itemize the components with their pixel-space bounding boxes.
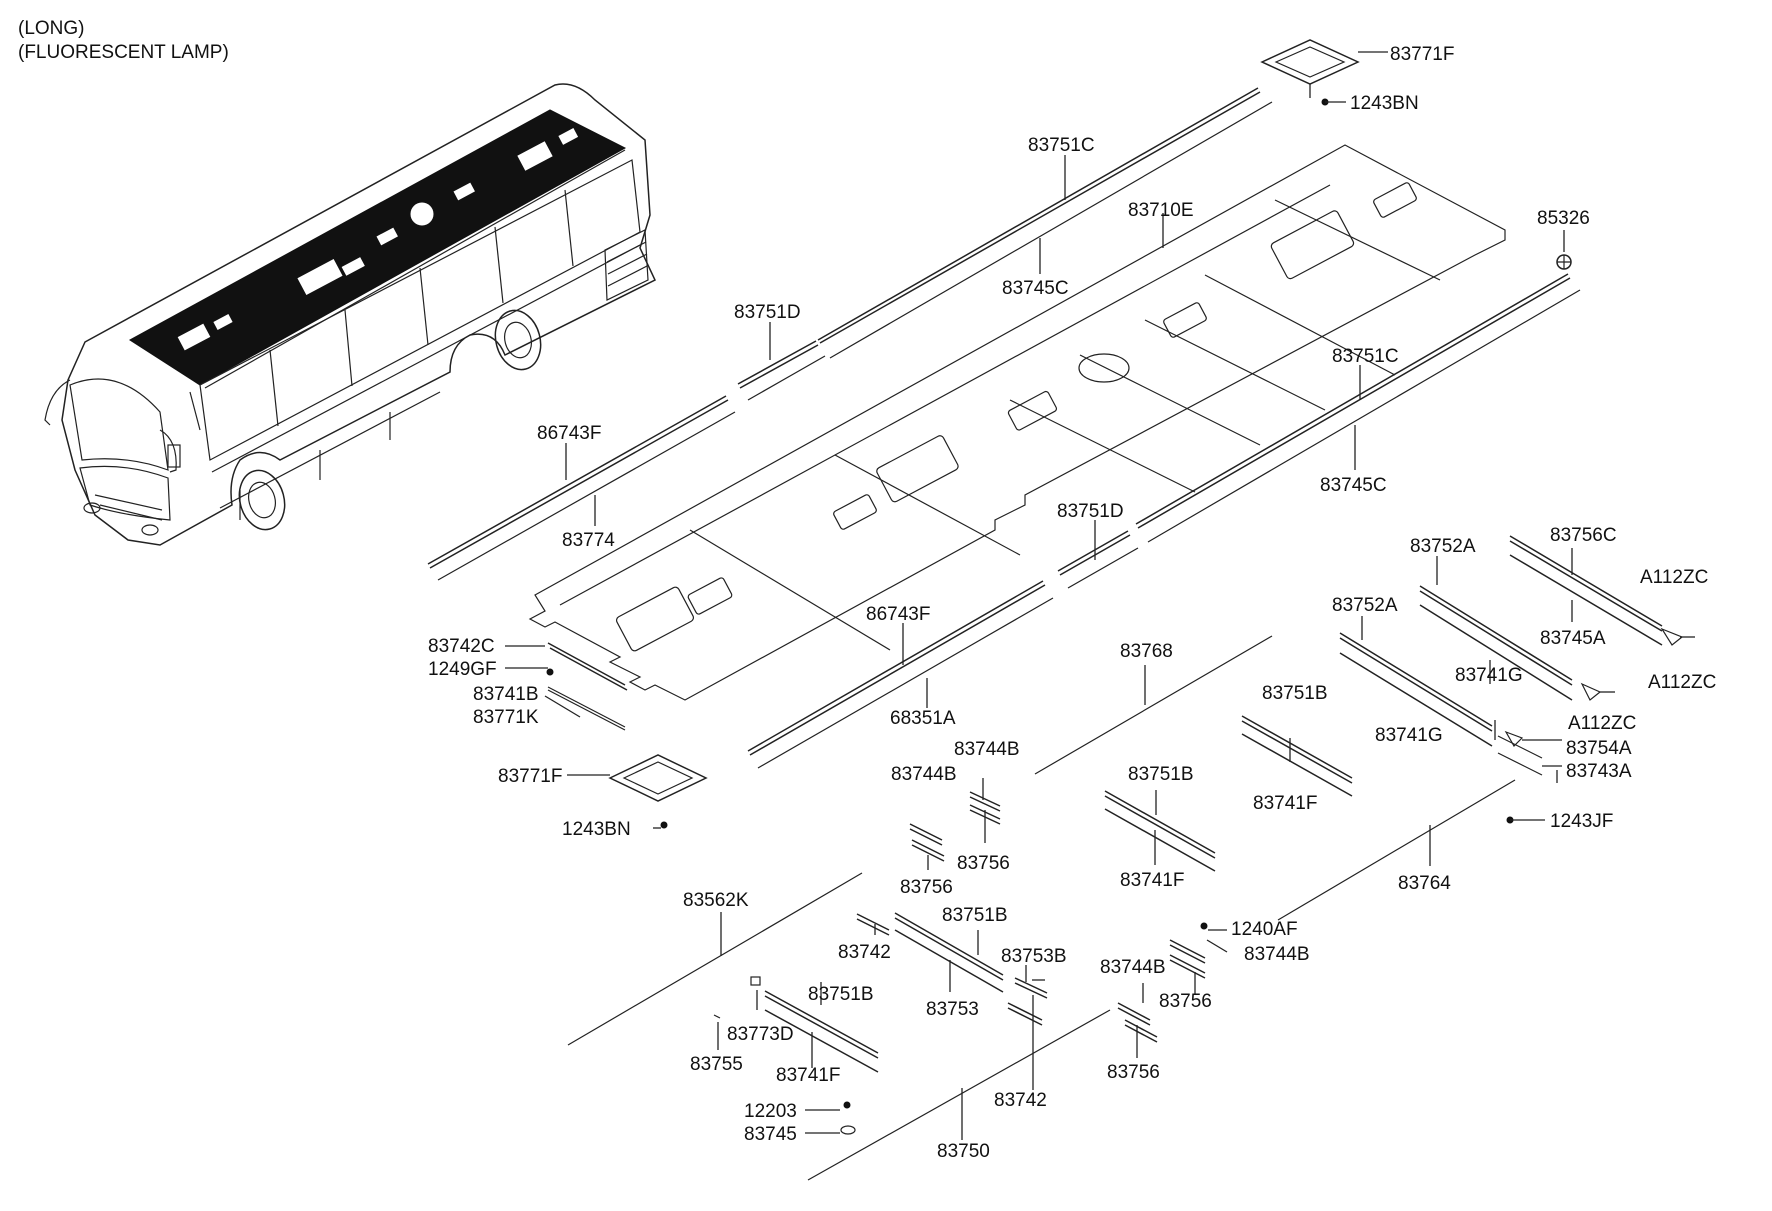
label-1243BN-top: 1243BN	[1350, 93, 1419, 114]
label-83750: 83750	[937, 1141, 990, 1162]
label-83745A: 83745A	[1540, 628, 1606, 649]
label-83764: 83764	[1398, 873, 1451, 894]
label-83755: 83755	[690, 1054, 743, 1075]
label-83744B-3: 83744B	[1244, 944, 1310, 965]
label-1243BN-left: 1243BN	[562, 819, 631, 840]
left-small-parts	[546, 642, 628, 731]
lamp-cover-left	[608, 754, 708, 829]
label-83741F-2: 83741F	[1120, 870, 1184, 891]
label-83771F-left: 83771F	[498, 766, 562, 787]
label-83741F-1: 83741F	[1253, 793, 1317, 814]
label-83756-2: 83756	[900, 877, 953, 898]
label-83745C-right: 83745C	[1320, 475, 1387, 496]
label-83742-1: 83742	[838, 942, 891, 963]
label-83742C: 83742C	[428, 636, 495, 657]
label-A112ZC-3: A112ZC	[1568, 713, 1636, 734]
lower-rails	[747, 273, 1581, 769]
label-83753: 83753	[926, 999, 979, 1020]
label-83745C-top: 83745C	[1002, 278, 1069, 299]
screw-85326	[1556, 254, 1572, 270]
label-83754A: 83754A	[1566, 738, 1632, 759]
label-83751C-top: 83751C	[1028, 135, 1095, 156]
roof-panel	[528, 144, 1506, 701]
label-86743F-mid: 86743F	[866, 604, 930, 625]
right-rails	[1339, 535, 1684, 824]
top-rails	[427, 87, 1273, 581]
label-86743F-top: 86743F	[537, 423, 601, 444]
label-83756-3: 83756	[1159, 991, 1212, 1012]
label-83771K: 83771K	[473, 707, 539, 728]
label-83741F-3: 83741F	[776, 1065, 840, 1086]
label-83562K: 83562K	[683, 890, 749, 911]
label-83744B-4: 83744B	[1100, 957, 1166, 978]
header-long: (LONG)	[18, 18, 85, 39]
label-83753B: 83753B	[1001, 946, 1067, 967]
label-1240AF: 1240AF	[1231, 919, 1298, 940]
label-85326: 85326	[1537, 208, 1590, 229]
header-fluorescent-lamp: (FLUORESCENT LAMP)	[18, 42, 229, 63]
part-labels: 83771F 1243BN 83751C 83710E 85326 83745C…	[428, 44, 1716, 1162]
label-83745: 83745	[744, 1124, 797, 1145]
label-A112ZC-1: A112ZC	[1640, 567, 1708, 588]
label-83751B-4: 83751B	[808, 984, 874, 1005]
label-83752A-1: 83752A	[1410, 536, 1476, 557]
label-1243JF: 1243JF	[1550, 811, 1613, 832]
label-83774: 83774	[562, 530, 615, 551]
label-83756C: 83756C	[1550, 525, 1617, 546]
label-83741B: 83741B	[473, 684, 539, 705]
label-83751D-top: 83751D	[734, 302, 801, 323]
leader-lines	[505, 51, 1695, 1140]
label-83710E: 83710E	[1128, 200, 1194, 221]
label-1249GF: 1249GF	[428, 659, 497, 680]
label-83741G-2: 83741G	[1375, 725, 1443, 746]
label-83742-2: 83742	[994, 1090, 1047, 1111]
label-83756-4: 83756	[1107, 1062, 1160, 1083]
label-83768: 83768	[1120, 641, 1173, 662]
label-A112ZC-2: A112ZC	[1648, 672, 1716, 693]
label-83744B-1: 83744B	[954, 739, 1020, 760]
label-68351A: 68351A	[890, 708, 956, 729]
long-trims	[567, 635, 1516, 1181]
label-83773D: 83773D	[727, 1024, 794, 1045]
label-83744B-2: 83744B	[891, 764, 957, 785]
label-83751B-3: 83751B	[942, 905, 1008, 926]
label-83743A: 83743A	[1566, 761, 1632, 782]
label-83751B-1: 83751B	[1262, 683, 1328, 704]
label-83741G-1: 83741G	[1455, 665, 1523, 686]
label-83752A-2: 83752A	[1332, 595, 1398, 616]
label-83751D-mid: 83751D	[1057, 501, 1124, 522]
label-83756-1: 83756	[957, 853, 1010, 874]
bus-illustration	[44, 83, 656, 546]
label-12203: 12203	[744, 1101, 797, 1122]
label-83751B-2: 83751B	[1128, 764, 1194, 785]
label-83771F-top: 83771F	[1390, 44, 1454, 65]
label-83751C-right: 83751C	[1332, 346, 1399, 367]
